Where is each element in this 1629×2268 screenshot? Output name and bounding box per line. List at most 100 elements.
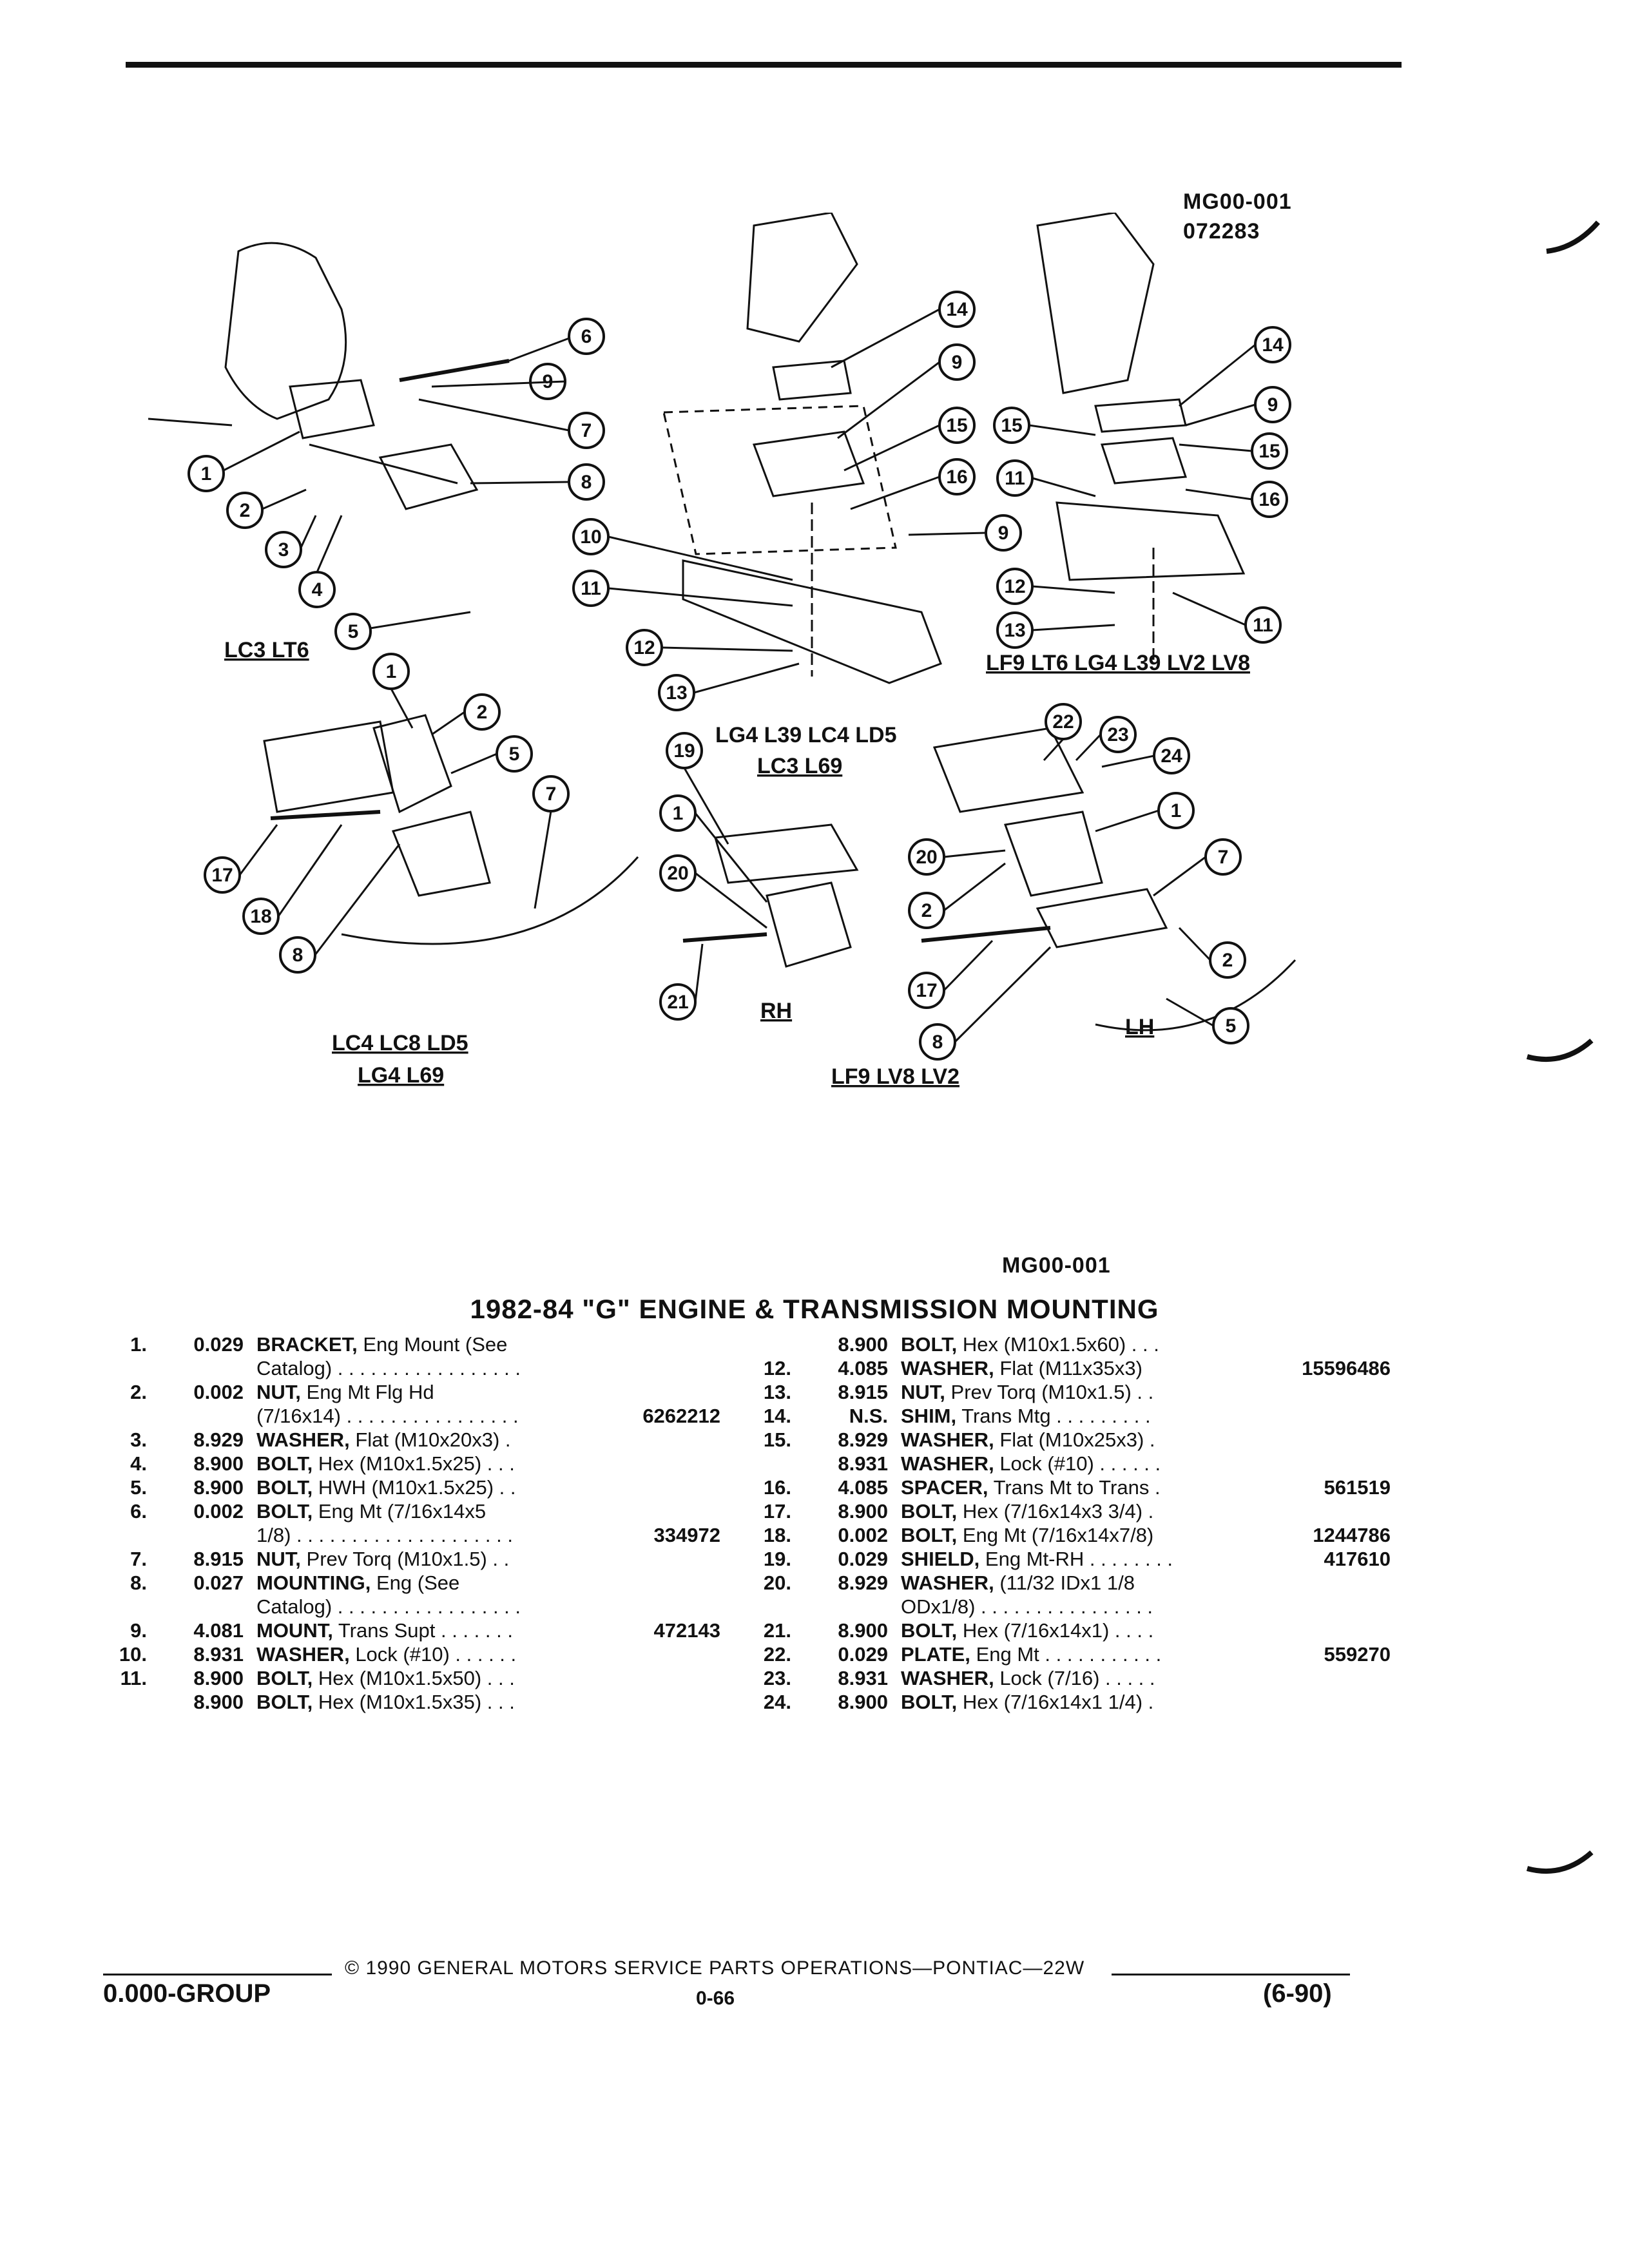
- part-number: [592, 1356, 720, 1380]
- callout-19: 19: [666, 732, 703, 769]
- item-name: SHIELD,: [901, 1548, 980, 1570]
- item-name: SHIM,: [901, 1405, 957, 1427]
- group-code: 0.029: [838, 1643, 888, 1666]
- svg-text:2: 2: [477, 702, 488, 723]
- item-number: [103, 1690, 147, 1714]
- bolt-shape: [921, 926, 1051, 943]
- svg-text:12: 12: [1004, 576, 1025, 597]
- item-description: WASHER, (11/32 IDx1 1/8: [901, 1571, 1262, 1595]
- item-detail: Eng Mt . . . . . . . . . . .: [976, 1643, 1162, 1666]
- engine-label-c2: LC3 L69: [757, 754, 842, 778]
- callout-4: 4: [298, 571, 336, 608]
- part-number: [1262, 1452, 1391, 1475]
- part-number: [1262, 1666, 1391, 1690]
- item-detail: Prev Torq (M10x1.5) . .: [306, 1548, 510, 1570]
- svg-text:20: 20: [667, 863, 688, 884]
- part-number: [1262, 1404, 1391, 1428]
- part-number: [592, 1666, 720, 1690]
- item-detail: 1/8) . . . . . . . . . . . . . . . . . .…: [256, 1524, 513, 1546]
- callout-20: 20: [908, 838, 945, 876]
- svg-text:8: 8: [293, 945, 304, 966]
- figure-date-code: 072283: [1183, 219, 1260, 244]
- item-description: WASHER, Flat (M10x20x3) .: [256, 1428, 592, 1452]
- group-code: [147, 1523, 256, 1547]
- item-number: 2.: [130, 1381, 147, 1403]
- engine-block-shape: [224, 242, 347, 420]
- callout-16: 16: [938, 458, 976, 495]
- group-code: 0.029: [193, 1333, 244, 1356]
- group-code: 0.002: [193, 1381, 244, 1403]
- svg-text:4: 4: [312, 579, 323, 601]
- item-name: WASHER,: [901, 1452, 994, 1475]
- item-name: SPACER,: [901, 1476, 988, 1499]
- group-code: 8.915: [193, 1548, 244, 1570]
- mount-shape: [391, 811, 491, 897]
- svg-text:9: 9: [998, 523, 1009, 544]
- callout-10: 10: [572, 518, 610, 555]
- svg-text:14: 14: [1262, 334, 1284, 356]
- item-detail: Flat (M10x20x3) .: [355, 1428, 511, 1451]
- part-number: [1262, 1332, 1391, 1356]
- item-description: NUT, Prev Torq (M10x1.5) . .: [901, 1380, 1262, 1404]
- callout-7: 7: [1204, 838, 1242, 876]
- item-description: BOLT, Hex (7/16x14x1) . . . .: [901, 1619, 1262, 1642]
- item-name: BOLT,: [901, 1691, 958, 1713]
- item-description: BOLT, Hex (M10x1.5x35) . . .: [256, 1690, 592, 1714]
- part-number: [1262, 1595, 1391, 1619]
- figure-id-top: MG00-001 072283: [1183, 187, 1292, 246]
- svg-text:15: 15: [1001, 415, 1022, 436]
- item-number: [747, 1595, 791, 1619]
- item-description: PLATE, Eng Mt . . . . . . . . . . .: [901, 1642, 1262, 1666]
- group-code: 8.931: [838, 1667, 888, 1689]
- item-name: BOLT,: [901, 1619, 958, 1642]
- callout-6: 6: [568, 318, 605, 355]
- svg-text:7: 7: [1218, 847, 1229, 868]
- item-number: [747, 1452, 791, 1475]
- item-description: BOLT, Hex (7/16x14x3 3/4) .: [901, 1499, 1262, 1523]
- transmission-shape: [746, 213, 858, 343]
- callout-5: 5: [1212, 1007, 1249, 1044]
- item-description: BOLT, Eng Mt (7/16x14x7/8): [901, 1523, 1262, 1547]
- footer-group: 0.000-GROUP: [103, 1979, 271, 2008]
- item-detail: Eng Mt (7/16x14x7/8): [962, 1524, 1154, 1546]
- side-label-lh: LH: [1125, 1015, 1154, 1039]
- callout-5: 5: [496, 735, 533, 773]
- svg-text:1: 1: [1171, 800, 1182, 822]
- item-number: 13.: [763, 1381, 791, 1403]
- svg-text:8: 8: [581, 472, 592, 493]
- callout-11: 11: [572, 570, 610, 607]
- item-number: 12.: [763, 1357, 791, 1379]
- svg-text:14: 14: [946, 299, 968, 320]
- item-detail: Trans Mtg . . . . . . . . .: [961, 1405, 1151, 1427]
- svg-text:15: 15: [1258, 441, 1280, 462]
- registration-mark-icon: [1526, 1038, 1594, 1062]
- svg-text:18: 18: [250, 906, 271, 927]
- group-code: 8.900: [838, 1691, 888, 1713]
- engine-plate-shape: [263, 720, 394, 813]
- item-name: BOLT,: [256, 1667, 313, 1689]
- group-code: 8.900: [838, 1333, 888, 1356]
- item-number: 3.: [130, 1428, 147, 1451]
- group-code: 8.931: [838, 1452, 888, 1475]
- svg-text:11: 11: [581, 578, 601, 599]
- item-name: NUT,: [901, 1381, 945, 1403]
- footer-rule-left: [103, 1974, 332, 1975]
- item-detail: Hex (M10x1.5x60) . . .: [962, 1333, 1159, 1356]
- item-number: 10.: [119, 1643, 147, 1666]
- callout-17: 17: [204, 856, 241, 894]
- part-number: [1262, 1380, 1391, 1404]
- svg-text:16: 16: [1258, 489, 1280, 510]
- svg-text:16: 16: [946, 466, 967, 488]
- frame-outline: [1095, 959, 1296, 1032]
- item-name: WASHER,: [256, 1643, 350, 1666]
- callout-2: 2: [1209, 941, 1246, 979]
- item-description: SPACER, Trans Mt to Trans .: [901, 1475, 1262, 1499]
- footer-page-number: 0-66: [696, 1988, 735, 2009]
- item-number: [103, 1356, 147, 1380]
- item-detail: (7/16x14) . . . . . . . . . . . . . . . …: [256, 1405, 519, 1427]
